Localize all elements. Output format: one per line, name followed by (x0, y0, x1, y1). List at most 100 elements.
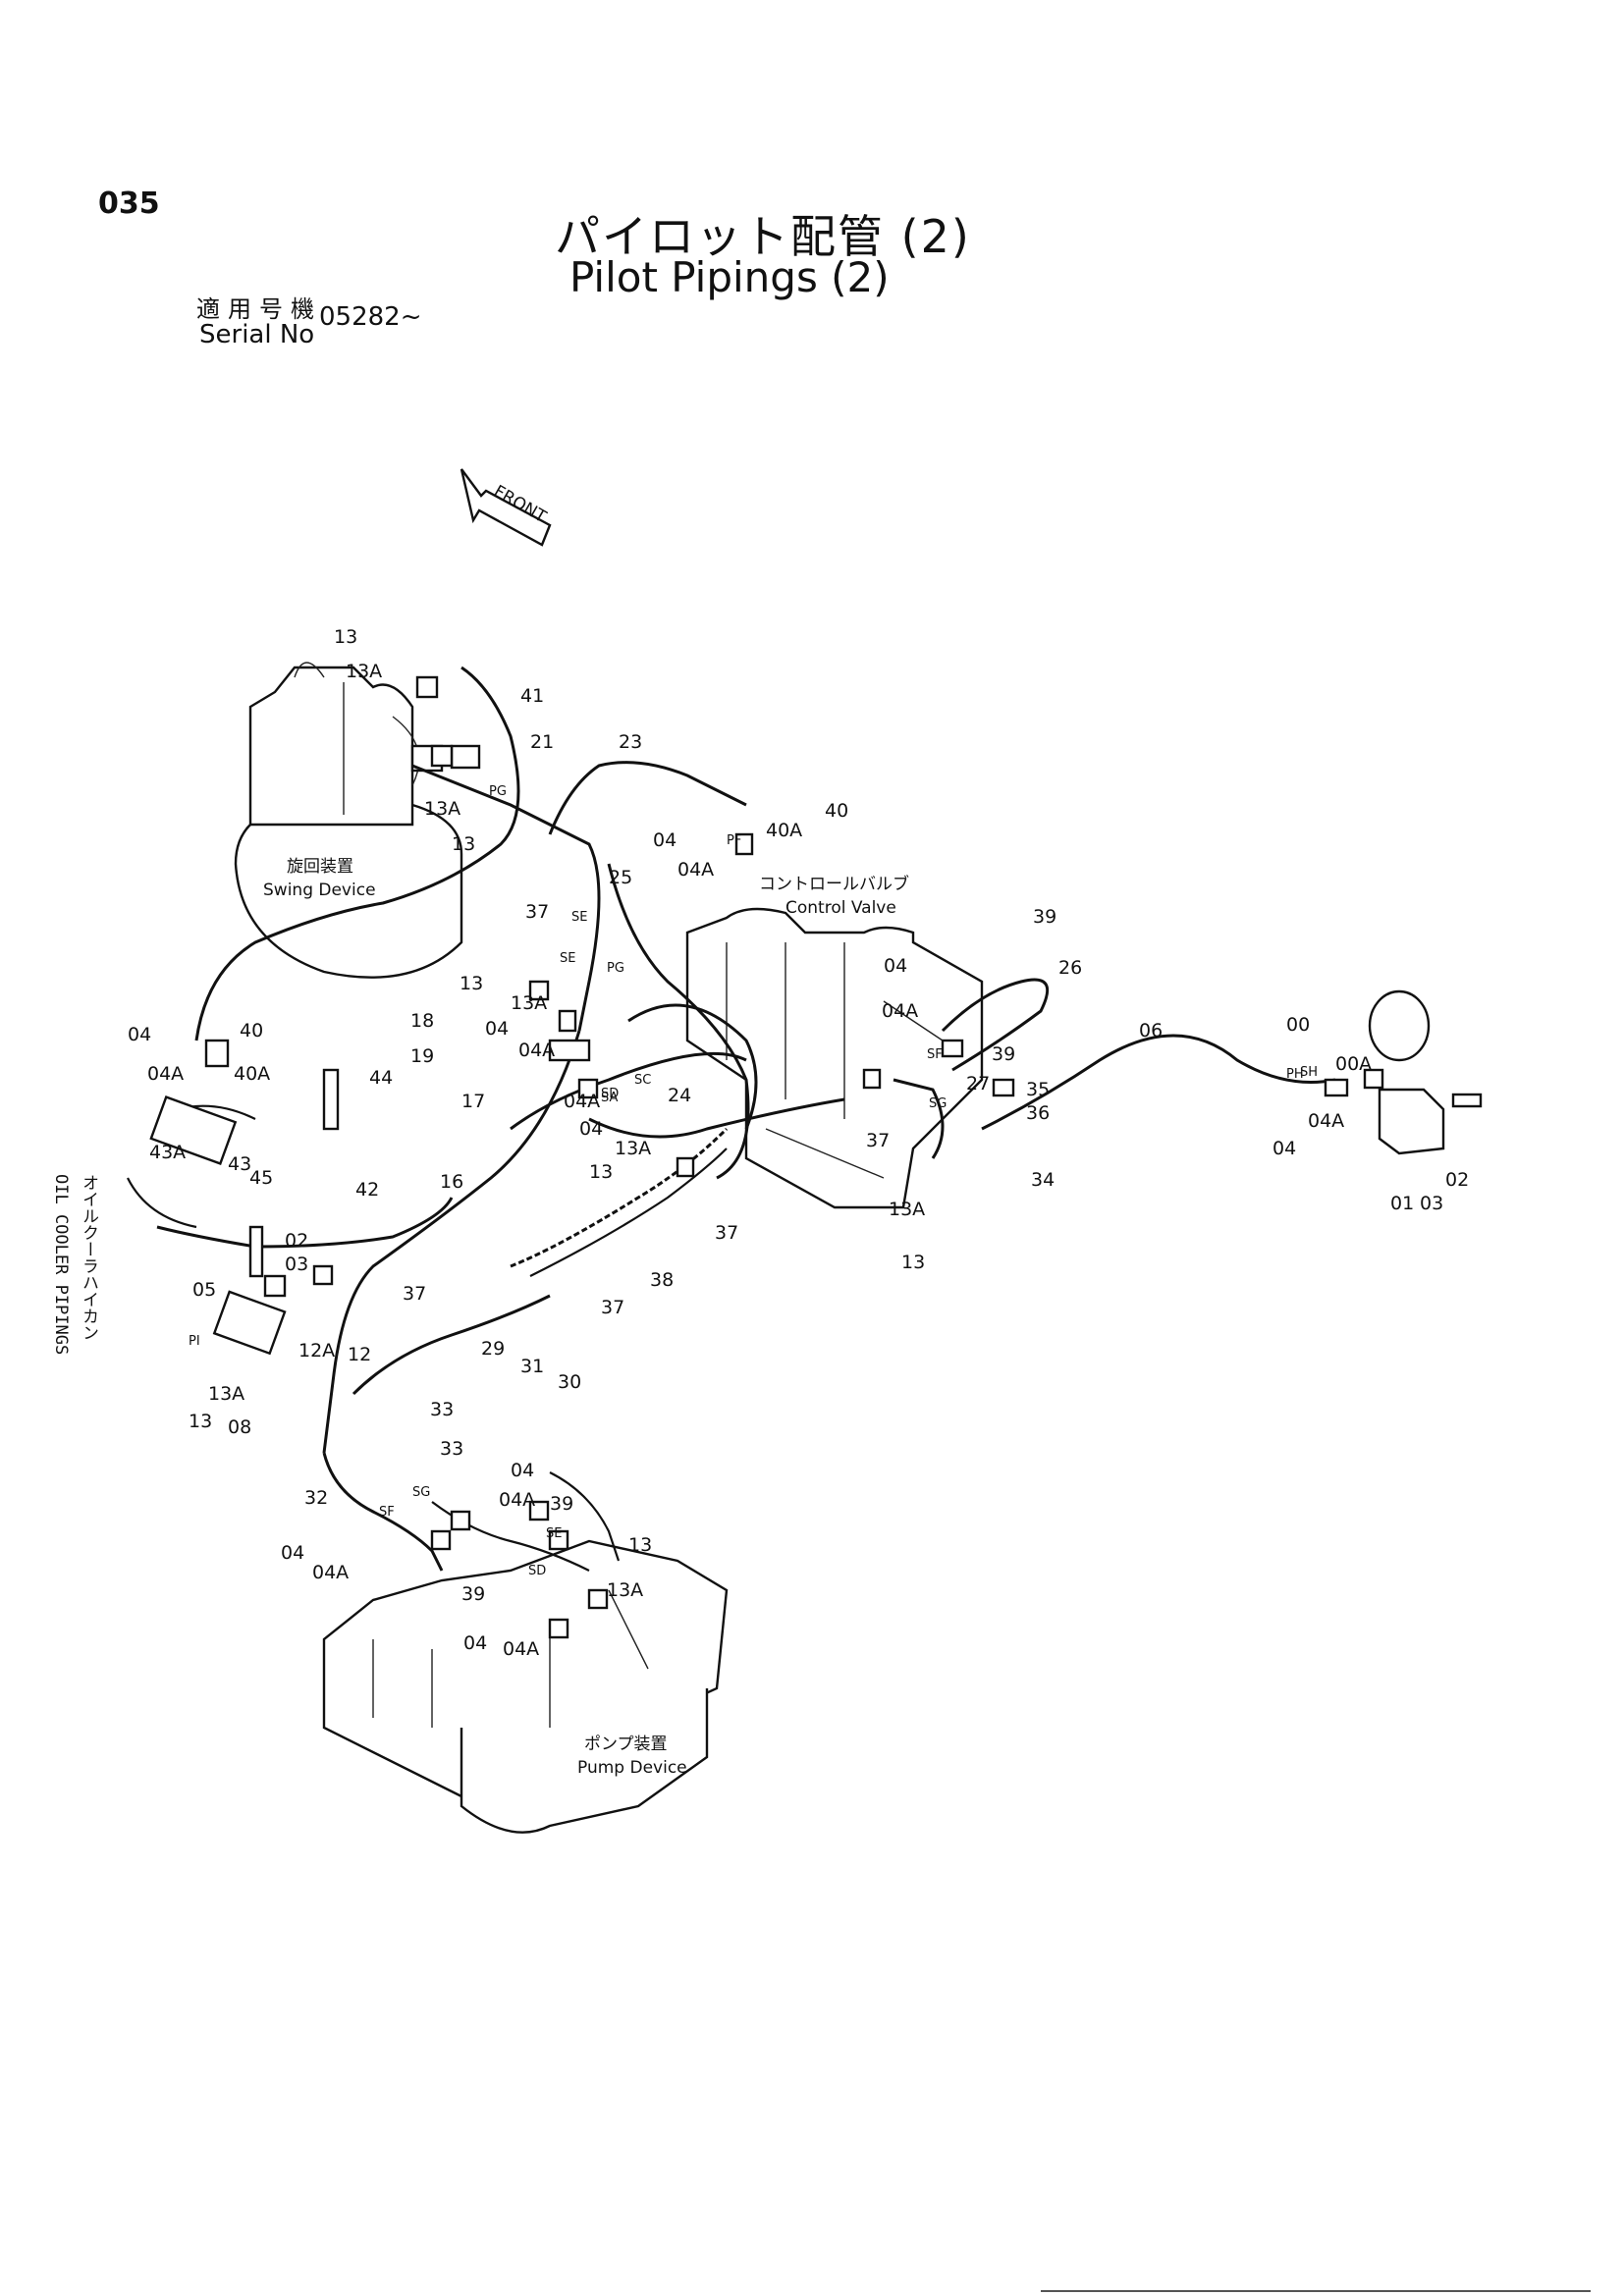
callout-label: 04 (579, 1118, 603, 1140)
callout-label: 34 (1031, 1169, 1055, 1191)
callout-label: 04A (499, 1489, 535, 1511)
callout-label: 06 (1139, 1020, 1163, 1041)
callout-label: 43 (228, 1153, 251, 1175)
callout-label: 13 (589, 1161, 613, 1183)
callout-label: 37 (715, 1222, 738, 1244)
callout-label: 12 (348, 1344, 371, 1365)
callout-label: 04 (128, 1024, 151, 1045)
callout-label: 13 (628, 1534, 652, 1556)
port-label: SD (601, 1087, 619, 1101)
callout-label: 04 (281, 1542, 304, 1564)
serial-number-value: 05282~ (319, 302, 422, 332)
callout-label: 32 (304, 1487, 328, 1509)
callout-label: 17 (461, 1091, 485, 1112)
pilot-pipes (127, 666, 1336, 1572)
callout-label: 42 (355, 1179, 379, 1201)
callout-label: 04 (1272, 1138, 1296, 1159)
callout-label: 04A (312, 1562, 349, 1583)
callout-label: 02 (1445, 1169, 1469, 1191)
callout-label: 41 (520, 685, 544, 707)
callout-label: 13 (189, 1411, 212, 1432)
callout-label: 27 (966, 1073, 990, 1095)
pump-device-label-en: Pump Device (577, 1758, 687, 1778)
front-arrow-icon: FRONT (460, 468, 552, 547)
port-label: SE (560, 951, 575, 966)
page-title-japanese: パイロット配管 (2) (555, 210, 971, 263)
callout-label: 39 (461, 1583, 485, 1605)
callout-label: 02 (285, 1230, 308, 1252)
callout-label: 04A (1308, 1110, 1344, 1132)
callout-label: 33 (440, 1438, 463, 1460)
callout-label: 04A (564, 1091, 600, 1112)
oil-cooler-label-ja: オイルクーラハイカン (79, 1174, 98, 1341)
callout-label: 03 (285, 1254, 308, 1275)
callout-label: 37 (601, 1297, 624, 1318)
port-label: PI (189, 1334, 200, 1349)
bottom-rule (1041, 2290, 1591, 2292)
callout-label: 37 (403, 1283, 426, 1305)
page-title-english: Pilot Pipings (2) (569, 253, 890, 301)
callout-label: 04 (653, 829, 677, 851)
callout-label: 04 (511, 1460, 534, 1481)
port-labels: PG PF SE PG SF SG SD SE SF SG SH PH PI S… (189, 784, 1318, 1578)
callout-label: 03 (1420, 1193, 1443, 1214)
callouts: 13 13A 41 21 13A 13 23 40 40A 04 04A 25 … (128, 626, 1469, 1660)
callout-label: 04 (485, 1018, 509, 1040)
swing-device-label-ja: 旋回装置 (287, 857, 353, 877)
callout-label: 04A (677, 859, 714, 881)
port-label: SF (927, 1047, 943, 1062)
callout-label: 00A (1335, 1053, 1372, 1075)
callout-label: 18 (410, 1010, 434, 1032)
port-label: SD (528, 1564, 546, 1578)
callout-label: 21 (530, 731, 554, 753)
callout-label: 13A (889, 1199, 925, 1220)
callout-label: 33 (430, 1399, 454, 1420)
port-label: SA (601, 1091, 618, 1105)
callout-label: 19 (410, 1045, 434, 1067)
callout-label: 01 (1390, 1193, 1414, 1214)
callout-label: 13A (615, 1138, 651, 1159)
swing-device: 旋回装置 Swing Device (234, 662, 463, 979)
callout-label: 39 (992, 1043, 1015, 1065)
callout-label: 04A (882, 1000, 918, 1022)
callout-label: 13 (460, 973, 483, 994)
port-label: PG (489, 784, 507, 799)
callout-label: 39 (550, 1493, 573, 1515)
port-label: SG (929, 1096, 947, 1111)
callout-label: 16 (440, 1171, 463, 1193)
callout-label: 00 (1286, 1014, 1310, 1036)
callout-label: 13A (346, 661, 382, 682)
callout-label: 12A (298, 1340, 335, 1362)
callout-label: 40 (240, 1020, 263, 1041)
callout-label: 13A (511, 992, 547, 1014)
accumulator (1368, 989, 1445, 1155)
port-label: SG (412, 1485, 430, 1500)
callout-label: 08 (228, 1416, 251, 1438)
callout-label: 13 (452, 833, 475, 855)
callout-label: 40A (234, 1063, 270, 1085)
port-label: PG (607, 961, 624, 976)
callout-label: 43A (149, 1142, 186, 1163)
callout-label: 04A (503, 1638, 539, 1660)
page-number: 035 (98, 187, 160, 221)
callout-label: 04A (147, 1063, 184, 1085)
oil-cooler-label: OIL COOLER PIPINGS オイルクーラハイカン (51, 1174, 98, 1355)
callout-label: 13A (208, 1383, 244, 1405)
port-label: SE (546, 1526, 562, 1541)
port-label: SF (379, 1505, 395, 1520)
callout-label: 13A (424, 798, 460, 820)
swing-device-label-en: Swing Device (263, 881, 376, 900)
callout-label: 45 (249, 1167, 273, 1189)
callout-label: 39 (1033, 906, 1056, 928)
callout-label: 29 (481, 1338, 505, 1360)
callout-label: 26 (1058, 957, 1082, 979)
callout-label: 36 (1026, 1102, 1050, 1124)
callout-label: 35 (1026, 1079, 1050, 1100)
callout-label: 04 (463, 1632, 487, 1654)
callout-label: 31 (520, 1356, 544, 1377)
pump-device-label-ja: ポンプ装置 (584, 1735, 668, 1754)
callout-label: 13 (334, 626, 357, 648)
port-label: SC (634, 1073, 651, 1088)
callout-label: 13 (901, 1252, 925, 1273)
callout-label: 40 (825, 800, 848, 822)
